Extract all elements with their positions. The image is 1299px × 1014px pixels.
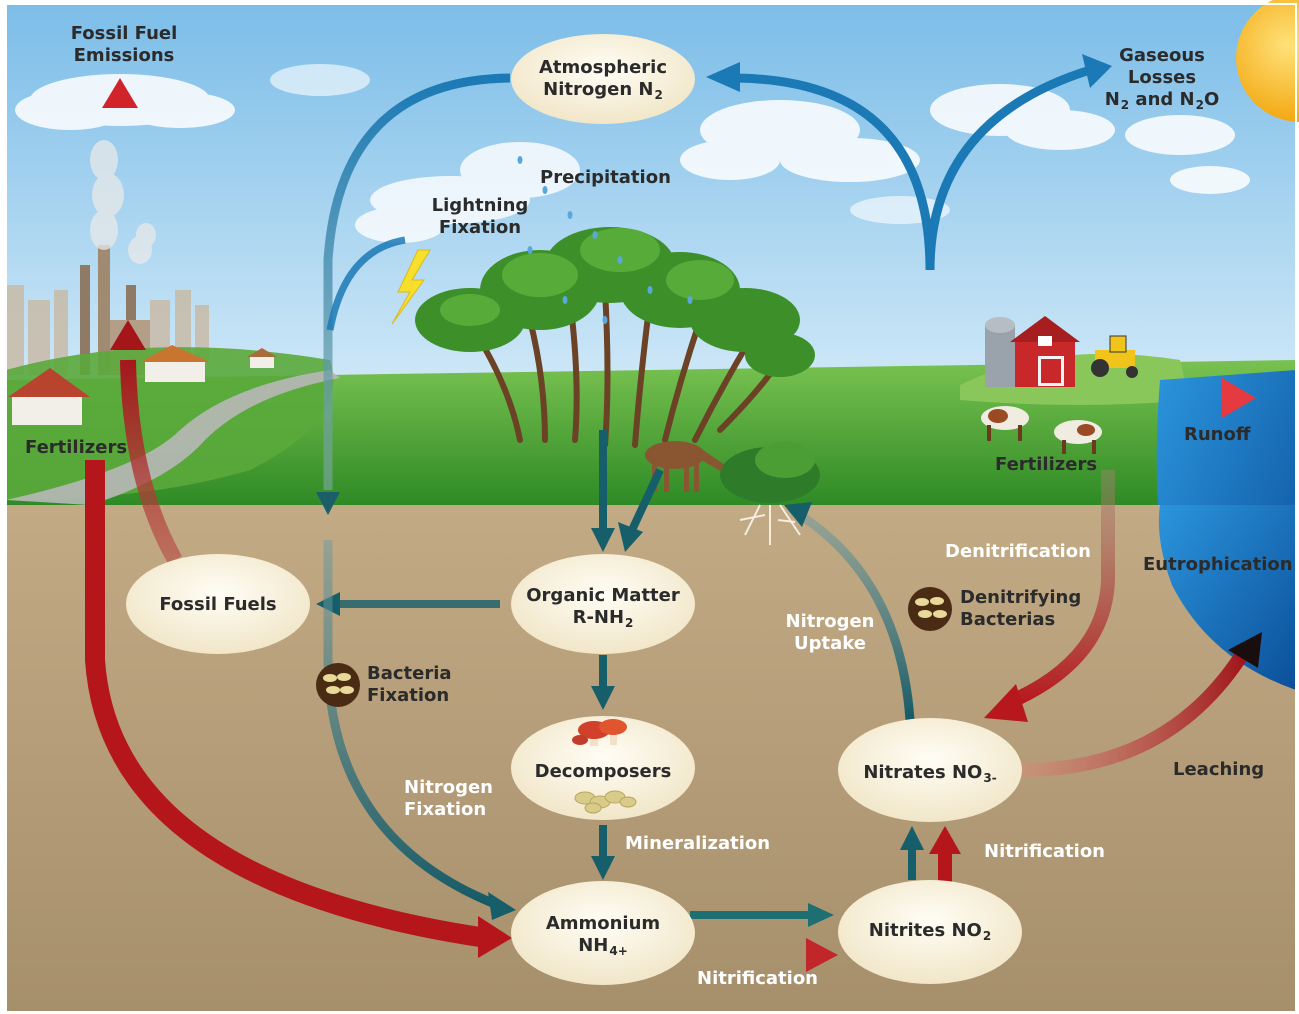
nitrogen-uptake-arrow bbox=[797, 511, 915, 721]
eutrophication-label: Eutrophication bbox=[1143, 554, 1293, 575]
leaching-label: Leaching bbox=[1173, 759, 1265, 780]
nitrates-label: Nitrates NO3- bbox=[845, 762, 1015, 789]
fertilizers-left-label: Fertilizers bbox=[25, 437, 128, 458]
gaseous-losses-line2: Losses bbox=[1127, 67, 1197, 88]
nitrification-right-label: Nitrification bbox=[984, 841, 1105, 862]
gaseous-losses-line3: N2 and N2O bbox=[1092, 89, 1232, 116]
gaseous-losses-line1: Gaseous bbox=[1119, 45, 1205, 66]
ammonium-label: Ammonium NH4+ bbox=[523, 913, 683, 962]
ammonium-line1: Ammonium bbox=[545, 913, 661, 934]
gaseous-losses-label: Gaseous Losses N2 and N2O bbox=[1092, 45, 1232, 116]
fossil-fuel-emissions-line1: Fossil Fuel bbox=[70, 23, 178, 44]
house-icon bbox=[8, 345, 277, 425]
rain-drops bbox=[517, 156, 693, 324]
denitrifying-line1: Denitrifying bbox=[960, 587, 1082, 608]
organic-line2: R-NH2 bbox=[513, 607, 693, 634]
nitrites-formula: Nitrites NO bbox=[868, 920, 982, 941]
ammonium-subscript: 4+ bbox=[609, 944, 628, 958]
organic-matter-node bbox=[511, 554, 695, 654]
nitrites-label: Nitrites NO2 bbox=[845, 920, 1015, 947]
bush-icon bbox=[720, 442, 820, 545]
atmospheric-line1: Atmospheric bbox=[539, 57, 667, 78]
atmospheric-line2: Nitrogen N2 bbox=[523, 79, 683, 106]
runoff-label: Runoff bbox=[1184, 424, 1251, 445]
lightning-fixation-label: Lightning Fixation bbox=[430, 195, 530, 239]
cloud-icon bbox=[680, 100, 920, 182]
nitrites-node bbox=[838, 880, 1022, 984]
nitrites-subscript: 2 bbox=[982, 929, 992, 943]
denitrifying-bacterias-label: Denitrifying Bacterias bbox=[960, 587, 1081, 631]
mushroom-icon bbox=[572, 719, 627, 746]
organic-formula: R-NH bbox=[572, 607, 625, 628]
fertilizers-to-ammonium-arrow bbox=[85, 460, 482, 947]
bacteria-icon bbox=[908, 587, 952, 631]
road bbox=[6, 370, 340, 505]
bacteria-icon bbox=[316, 663, 360, 707]
emissions-arrowhead bbox=[102, 78, 138, 108]
fossil-fuel-emissions-line2: Emissions bbox=[73, 45, 175, 66]
gaseous-and: and N bbox=[1129, 89, 1195, 110]
fertilizers-to-nitrates-arrow bbox=[1007, 470, 1115, 709]
sun-icon bbox=[1236, 0, 1299, 122]
ammonium-formula: NH bbox=[578, 935, 609, 956]
nitrification-bottom-label: Nitrification bbox=[697, 968, 818, 989]
lightning-icon bbox=[391, 249, 431, 325]
bacteria-fixation-label: Bacteria Fixation bbox=[367, 663, 452, 707]
decomposers-node bbox=[511, 716, 695, 820]
fertilizers-right-label: Fertilizers bbox=[995, 454, 1098, 475]
precipitation-label: Precipitation bbox=[540, 167, 671, 188]
cloud-icon bbox=[355, 142, 580, 243]
decomposers-label: Decomposers bbox=[534, 761, 672, 782]
nitrogen-fixation-line2: Fixation bbox=[404, 799, 487, 820]
mineralization-label: Mineralization bbox=[625, 833, 771, 854]
barn-icon bbox=[985, 316, 1080, 387]
nitrogen-fixation-label: Nitrogen Fixation bbox=[404, 777, 493, 821]
lightning-fixation-line1: Lightning bbox=[431, 195, 529, 216]
fossil-fuels-label: Fossil Fuels bbox=[159, 594, 277, 615]
nitrates-formula: Nitrates NO bbox=[863, 762, 983, 783]
nitrogen-uptake-line2: Uptake bbox=[794, 633, 866, 654]
lightning-fixation-line2: Fixation bbox=[438, 217, 522, 238]
organic-line1: Organic Matter bbox=[526, 585, 680, 606]
ammonium-node bbox=[511, 881, 695, 985]
fossil-to-factory-arrow bbox=[120, 359, 182, 564]
tractor-icon bbox=[1091, 335, 1138, 378]
nitrogen-uptake-label: Nitrogen Uptake bbox=[782, 611, 878, 655]
nitrates-subscript: 3- bbox=[983, 771, 997, 785]
organic-matter-label: Organic Matter R-NH2 bbox=[513, 585, 693, 634]
cow-icon bbox=[981, 406, 1102, 454]
city-skyline bbox=[6, 285, 209, 375]
gaseous-n2: N bbox=[1104, 89, 1120, 110]
fossil-fuel-emissions-label: Fossil Fuel Emissions bbox=[64, 23, 184, 67]
atmospheric-subscript: 2 bbox=[654, 88, 663, 102]
gaseous-losses-arrow bbox=[925, 65, 1092, 271]
bacteria-icon bbox=[574, 790, 637, 814]
ammonium-line2: NH4+ bbox=[523, 935, 683, 962]
organic-subscript: 2 bbox=[625, 616, 634, 630]
bacteria-fixation-line1: Bacteria bbox=[367, 663, 452, 684]
denitrification-label: Denitrification bbox=[945, 541, 1091, 562]
atmospheric-down-arrow bbox=[323, 73, 511, 490]
tree-icon bbox=[415, 227, 815, 448]
gaseous-sub2: 2 bbox=[1195, 98, 1204, 112]
atmospheric-nitrogen-node bbox=[511, 34, 695, 124]
gaseous-sub1: 2 bbox=[1120, 98, 1130, 112]
atmospheric-formula: Nitrogen N bbox=[543, 79, 654, 100]
leaching-arrow bbox=[1021, 646, 1251, 777]
nitrates-node bbox=[838, 718, 1022, 822]
nitrogen-fixation-line1: Nitrogen bbox=[404, 777, 493, 798]
to-atmosphere-arrow bbox=[734, 73, 935, 271]
gaseous-o: O bbox=[1203, 89, 1220, 110]
bacteria-fixation-line2: Fixation bbox=[367, 685, 450, 706]
atmospheric-nitrogen-label: Atmospheric Nitrogen N2 bbox=[523, 57, 683, 106]
denitrifying-line2: Bacterias bbox=[960, 609, 1056, 630]
nitrogen-uptake-line1: Nitrogen bbox=[785, 611, 875, 632]
fossil-fuels-node bbox=[126, 554, 310, 654]
